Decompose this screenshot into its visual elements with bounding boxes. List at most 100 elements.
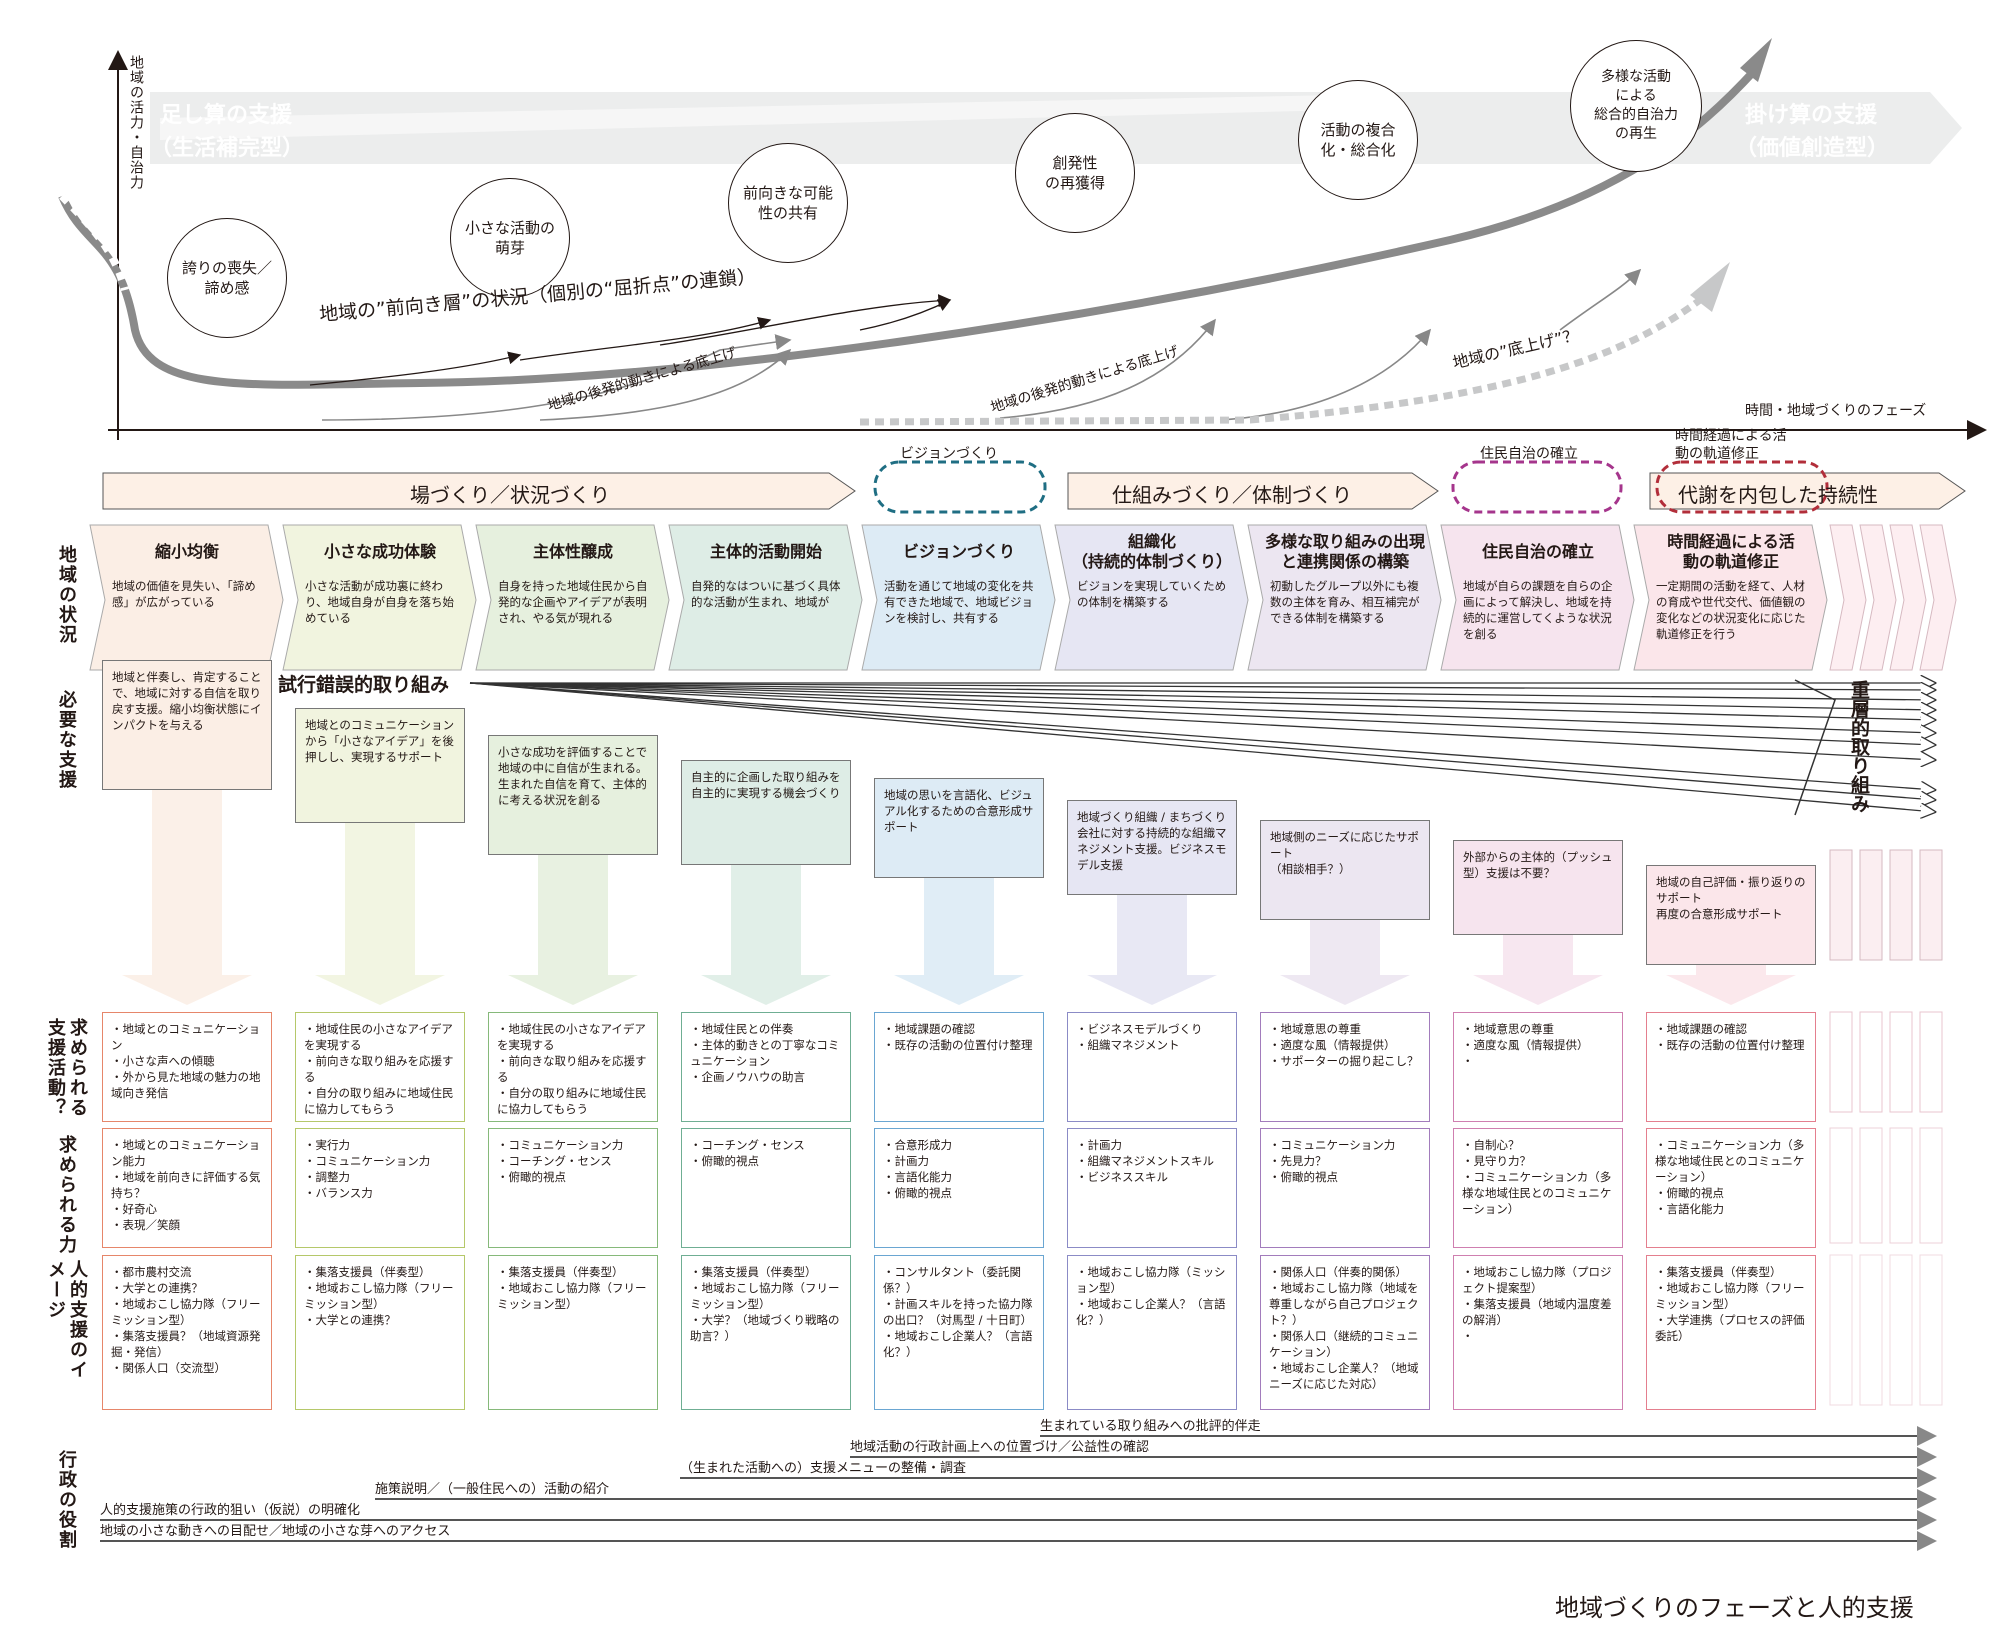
skill-box-item: ・ビジネススキル (1076, 1170, 1168, 1184)
skill-box-item: ・実行力 (304, 1138, 350, 1152)
row-label-gov: 行政の役割 (56, 1450, 77, 1550)
banner-right-line2: （価値創造型） (1735, 136, 1890, 161)
trial-arrow (469, 682, 1935, 790)
human-box-list: ・コンサルタント（委託関係？）・計画スキルを持った協力隊の出口？（対馬型 / 十… (883, 1264, 1035, 1360)
activity-box-item: ・小さな声への傾聴 (111, 1054, 215, 1068)
need-box: 地域の思いを言語化、ビジュアル化するための合意形成サポート (874, 778, 1044, 878)
skill-box-item: ・コミュニケーション力 (304, 1154, 431, 1168)
circle-composite: 活動の複合 化・総合化 (1298, 80, 1418, 200)
skill-box-item: ・計画力 (883, 1154, 929, 1168)
trial-label: 試行錯誤的取り組み (278, 674, 450, 696)
human-box-item: ・関係人口（伴奏的関係） (1269, 1265, 1407, 1279)
phase-desc: 初動したグループ以外にも複数の主体を育み、相互補完ができる体制を構築する (1270, 579, 1420, 625)
trial-arrow (469, 682, 1935, 812)
phase-desc: 自発的なはついに基づく具体的な活動が生まれ、地域が (691, 579, 841, 609)
branch-late-2 (539, 348, 792, 421)
phase-chevron (668, 524, 863, 671)
phase-desc: 一定期間の活動を経て、人材の育成や世代交代、価値観の変化などの状況変化に応じた軌… (1656, 579, 1806, 641)
gov-role-label: 生まれている取り組みへの批評的伴走 (1040, 1419, 1261, 1434)
down-arrow (1473, 935, 1603, 1005)
trial-arrow (469, 682, 1935, 710)
activity-box: ・地域住民の小さなアイデアを実現する・前向きな取り組みを応援する・自分の取り組み… (295, 1012, 465, 1122)
human-box-item: ・地域おこし協力隊（地域を尊重しながら自己プロジェクト？） (1269, 1281, 1419, 1327)
activity-box-list: ・地域意思の尊重・適度な風（情報提供）・サポーターの掘り起こし？ (1269, 1021, 1421, 1069)
activity-box-list: ・地域住民との伴奏・主体的動きとの丁寧なコミュニケーション・企画ノウハウの助言 (690, 1021, 842, 1085)
activity-box-item: ・地域住民の小さなアイデアを実現する (304, 1022, 453, 1052)
row-label-support-needed: 必要な支援 (56, 690, 77, 790)
skill-box-item: ・コミュニケーション力（多様な地域住民とのコミュニケーション） (1655, 1138, 1805, 1184)
faded-col-human (1889, 1254, 1913, 1406)
faded-col-human (1829, 1254, 1853, 1406)
skill-box-list: ・コミュニケーション力・先見力？・俯瞰的視点 (1269, 1137, 1421, 1185)
human-box-list: ・集落支援員（伴奏型）・地域おこし協力隊（フリーミッション型）・大学との連携？ (304, 1264, 456, 1328)
human-box-list: ・地域おこし協力隊（プロジェクト提案型）・集落支援員（地域内温度差の解消）・ (1462, 1264, 1614, 1344)
need-box: 地域と伴奏し、肯定することで、地域に対する自信を取り戻す支援。縮小均衡状態にイン… (102, 660, 272, 790)
human-box-item: ・計画スキルを持った協力隊の出口？（対馬型 / 十日町） (883, 1297, 1033, 1327)
human-box-item: ・ (1462, 1329, 1474, 1343)
human-box-item: ・集落支援員（伴奏型） (690, 1265, 817, 1279)
trial-arrow (469, 682, 1935, 700)
activity-box-item: ・地域住民の小さなアイデアを実現する (497, 1022, 646, 1052)
skill-box-list: ・計画力・組織マネジメントスキル・ビジネススキル (1076, 1137, 1228, 1185)
need-box: 地域とのコミュニケーションから「小さなアイデア」を後押しし、実現するサポート (295, 708, 465, 823)
faded-col-need (1919, 849, 1943, 961)
faded-col-skill (1889, 1127, 1913, 1244)
row-label-situation: 地域の状況 (56, 545, 77, 645)
skill-box-item: ・コミュニケーションカ（多様な地域住民とのコミュニケーション） (1462, 1170, 1612, 1216)
activity-box: ・地域意思の尊重・適度な風（情報提供）・ (1453, 1012, 1623, 1122)
skill-box: ・コミュニケーション力・コーチング・センス・俯瞰的視点 (488, 1128, 658, 1248)
faded-col-skill (1859, 1127, 1883, 1244)
phase-desc: 地域の価値を見失い、「諦め感」が広がっている (112, 579, 256, 609)
skill-box-list: ・コーチング・センス・俯瞰的視点 (690, 1137, 842, 1169)
skill-box: ・コーチング・センス・俯瞰的視点 (681, 1128, 851, 1248)
need-box: 地域側のニーズに応じたサポート （相談相手？） (1260, 820, 1430, 920)
human-box-item: ・集落支援員（地域内温度差の解消） (1462, 1297, 1612, 1327)
skill-box: ・コミュニケーション力（多様な地域住民とのコミュニケーション）・俯瞰的視点・言語… (1646, 1128, 1816, 1248)
skill-box-item: ・俯瞰的視点 (1269, 1170, 1338, 1184)
gov-role-label: 施策説明／（一般住民への）活動の紹介 (375, 1482, 610, 1497)
skill-box-list: ・合意形成力・計画力・言語化能力・俯瞰的視点 (883, 1137, 1035, 1201)
caption: 地域づくりのフェーズと人的支援 (1555, 1594, 1914, 1622)
human-box-item: ・関係人口（交流型） (111, 1361, 226, 1375)
skill-box-item: ・バランス力 (304, 1186, 373, 1200)
activity-box: ・地域課題の確認・既存の活動の位置付け整理 (874, 1012, 1044, 1122)
trial-arrow (469, 682, 1935, 745)
gov-role-label: 地域活動の行政計画上への位置づけ／公益性の確認 (850, 1440, 1150, 1455)
activity-box-item: ・地域課題の確認 (1655, 1022, 1747, 1036)
skill-box-list: ・コミュニケーション力（多様な地域住民とのコミュニケーション）・俯瞰的視点・言語… (1655, 1137, 1807, 1217)
faded-col-skill (1829, 1127, 1853, 1244)
skill-box-list: ・自制心？・見守り力？・コミュニケーションカ（多様な地域住民とのコミュニケーショ… (1462, 1137, 1614, 1217)
skill-box-item: ・好奇心 (111, 1202, 157, 1216)
skill-box-item: ・俯瞰的視点 (1655, 1186, 1724, 1200)
phase-system: 仕組みづくり／体制づくり (1112, 483, 1352, 507)
skill-box-item: ・コミュニケーション力 (1269, 1138, 1396, 1152)
circle-emergence: 創発性 の再獲得 (1015, 113, 1135, 233)
activity-box: ・地域とのコミュニケーション・小さな声への傾聴・外から見た地域の魅力の地域向き発… (102, 1012, 272, 1122)
faded-chevron (1829, 524, 1867, 671)
human-box-item: ・コンサルタント（委託関係？） (883, 1265, 1021, 1295)
branch-late-5 (1559, 268, 1642, 331)
circle-small-activity: 小さな活動の 萌芽 (450, 178, 570, 298)
branch-late-3 (999, 318, 1216, 419)
activity-box-item: ・地域とのコミュニケーション (111, 1022, 261, 1052)
phase-field: 場づくり／状況づくり (410, 483, 610, 507)
activity-box-item: ・地域意思の尊重 (1269, 1022, 1361, 1036)
phase-title: 多様な取り組みの出現 と連携関係の構築 (1264, 532, 1425, 571)
faded-col-human (1859, 1254, 1883, 1406)
activity-box-item: ・ (1462, 1054, 1474, 1068)
activity-box-item: ・地域住民との伴奏 (690, 1022, 794, 1036)
circle-possibility: 前向きな可能 性の共有 (728, 143, 848, 263)
human-box-item: ・地域おこし協力隊（フリーミッション型） (497, 1281, 647, 1311)
activity-box-item: ・既存の活動の位置付け整理 (1655, 1038, 1805, 1052)
human-box: ・コンサルタント（委託関係？）・計画スキルを持った協力隊の出口？（対馬型 / 十… (874, 1255, 1044, 1410)
skill-box: ・自制心？・見守り力？・コミュニケーションカ（多様な地域住民とのコミュニケーショ… (1453, 1128, 1623, 1248)
human-box-list: ・集落支援員（伴奏型）・地域おこし協力隊（フリーミッション型） (497, 1264, 649, 1312)
phase-chevron (475, 524, 670, 671)
faded-col-skill (1919, 1127, 1943, 1244)
human-box-item: ・集落支援員（伴奏型） (1655, 1265, 1782, 1279)
skill-box-list: ・実行力・コミュニケーション力・調整力・バランス力 (304, 1137, 456, 1201)
skill-box: ・コミュニケーション力・先見力？・俯瞰的視点 (1260, 1128, 1430, 1248)
phase-chevron (1440, 524, 1635, 671)
